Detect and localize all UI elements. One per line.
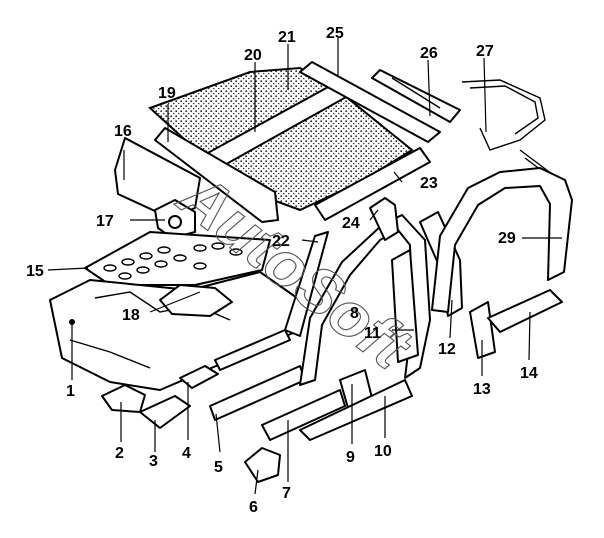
tunnel-reinforcement [159,284,233,317]
wheelhouse-bracket [469,301,496,359]
front-door-frame [299,214,431,386]
callout-4: 4 [182,445,191,462]
callout-5: 5 [214,459,223,476]
outer-rocker-panel [299,379,413,441]
callout-14: 14 [520,365,538,382]
a-pillar [284,231,329,337]
floor-gusset [139,395,191,429]
roof-rear-rail [299,61,441,143]
callout-12: 12 [438,341,456,358]
callout-17: 17 [96,213,114,230]
callout-27: 27 [476,43,494,60]
callout-25: 25 [326,25,344,42]
callout-6: 6 [249,499,258,516]
callout-15: 15 [26,263,44,280]
callout-29: 29 [498,230,516,247]
callout-20: 20 [244,47,262,64]
windshield-header [154,127,279,223]
callout-21: 21 [278,29,296,46]
callout-13: 13 [473,381,491,398]
leader-lines [47,38,562,495]
rear-header [314,147,431,221]
callout-9: 9 [346,449,355,466]
rear-door-frame [431,167,573,313]
callout-18: 18 [122,307,140,324]
center-pillar [391,249,419,363]
callout-labels: 1 2 3 4 5 6 7 8 9 10 11 12 13 14 15 16 1… [26,25,538,516]
callout-1: 1 [66,383,75,400]
callout-2: 2 [115,445,124,462]
cowl-bracket [154,199,196,239]
floor-cross-member [214,329,291,371]
callout-10: 10 [374,443,392,460]
rocker-reinforcement [261,389,346,441]
callout-23: 23 [420,175,438,192]
callout-8: 8 [350,305,359,322]
callout-16: 16 [114,123,132,140]
callout-3: 3 [149,453,158,470]
callout-24: 24 [342,215,360,232]
dash-panel [114,137,201,219]
roof-side-rail [371,69,461,123]
callout-11: 11 [364,325,381,342]
b-pillar [369,197,399,241]
callout-26: 26 [420,45,438,62]
front-floor-panel [84,231,271,286]
callout-7: 7 [282,485,291,502]
callout-19: 19 [158,85,176,102]
closing-plate [244,447,281,483]
front-bracket [101,384,146,413]
rear-sill-extension [487,289,563,333]
callout-22: 22 [272,233,290,250]
